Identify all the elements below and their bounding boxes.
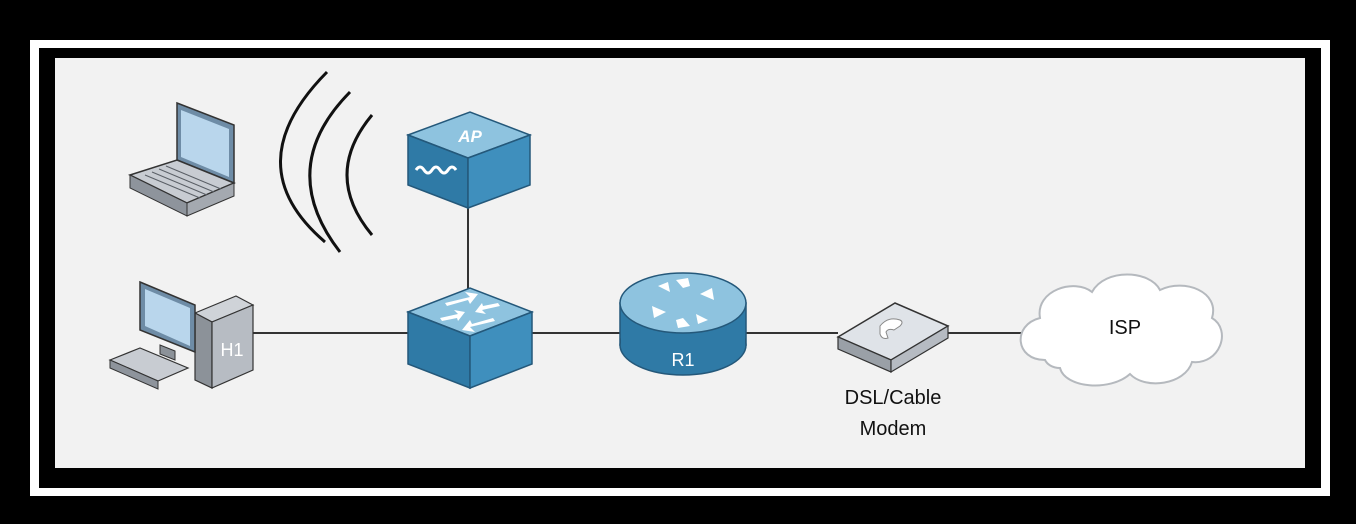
isp-label: ISP bbox=[1109, 317, 1141, 339]
modem-label-line2: Modem bbox=[860, 418, 927, 440]
r1-label: R1 bbox=[671, 350, 694, 370]
access-point-icon bbox=[405, 111, 533, 210]
links bbox=[252, 205, 1022, 334]
modem-icon bbox=[836, 302, 950, 374]
modem-label-line1: DSL/Cable bbox=[845, 387, 942, 409]
wireless-waves-icon bbox=[279, 70, 374, 253]
h1-label: H1 bbox=[220, 340, 243, 360]
laptop-icon bbox=[127, 101, 236, 217]
router-icon bbox=[619, 272, 747, 376]
ap-label: AP bbox=[457, 127, 482, 146]
isp-cloud-icon bbox=[1019, 273, 1223, 387]
desktop-computer-icon bbox=[108, 280, 255, 390]
switch-icon bbox=[405, 287, 535, 390]
diagram-area bbox=[55, 58, 1305, 468]
